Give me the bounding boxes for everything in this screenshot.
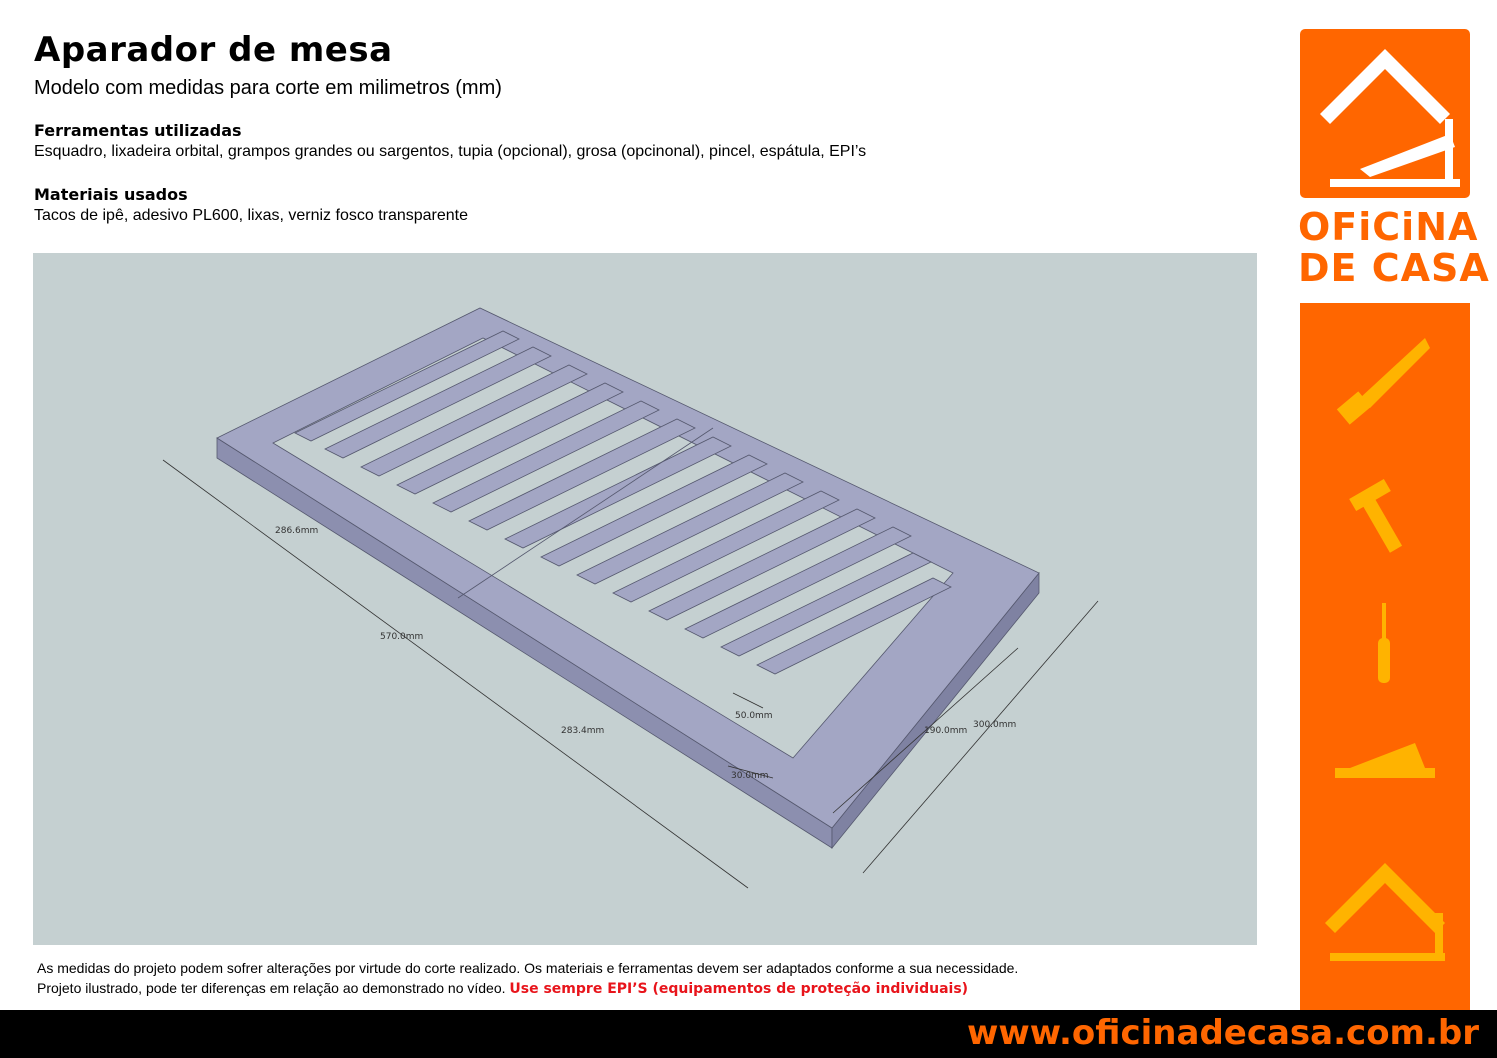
frame-joint [457,427,714,599]
page-title: Aparador de mesa [34,30,393,70]
dim-300: 300.0mm [973,720,1016,730]
brand-logo [1300,29,1470,198]
tray-model [216,307,1040,850]
dim-50: 50.0mm [735,711,773,721]
dim-283: 283.4mm [561,726,604,736]
drawing-canvas: 286.6mm 570.0mm 283.4mm 50.0mm 30.0mm 19… [162,307,1099,889]
dim-30: 30.0mm [731,771,769,781]
tools-text: Esquadro, lixadeira orbital, grampos gra… [34,143,867,160]
project-drawing: 286.6mm 570.0mm 283.4mm 50.0mm 30.0mm 19… [33,253,1257,945]
house-tools-icon [1325,863,1445,961]
notice-line-1: As medidas do projeto podem sofrer alter… [37,960,1019,976]
house-tools-icon [1320,49,1460,187]
saw-icon [1336,338,1430,425]
slats [294,330,952,675]
brand-line-2: DE CASA [1298,246,1490,290]
website-link[interactable]: www.oficinadecasa.com.br [966,1013,1479,1053]
safety-warning: Use sempre EPI’S (equipamentos de proteç… [509,981,969,997]
dim-570: 570.0mm [380,632,423,642]
footer-bar [0,1010,1497,1058]
hammer-icon [1349,478,1403,553]
tools-heading: Ferramentas utilizadas [34,121,242,140]
materials-text: Tacos de ipê, adesivo PL600, lixas, vern… [34,207,469,224]
notice-text: Projeto ilustrado, pode ter diferenças e… [37,980,506,996]
notice-line-2: Projeto ilustrado, pode ter diferenças e… [37,980,968,997]
materials-heading: Materiais usados [34,185,188,204]
brand-line-1: OFiCiNA [1298,205,1479,249]
screwdriver-icon [1378,603,1390,683]
plane-icon [1335,743,1435,778]
tool-icons [1325,338,1445,961]
dim-190: 190.0mm [924,726,967,736]
tool-icons-strip [1300,303,1470,1010]
dimension-lines [162,459,1099,889]
dim-286: 286.6mm [275,526,318,536]
page-subtitle: Modelo com medidas para corte em milimet… [34,77,502,99]
